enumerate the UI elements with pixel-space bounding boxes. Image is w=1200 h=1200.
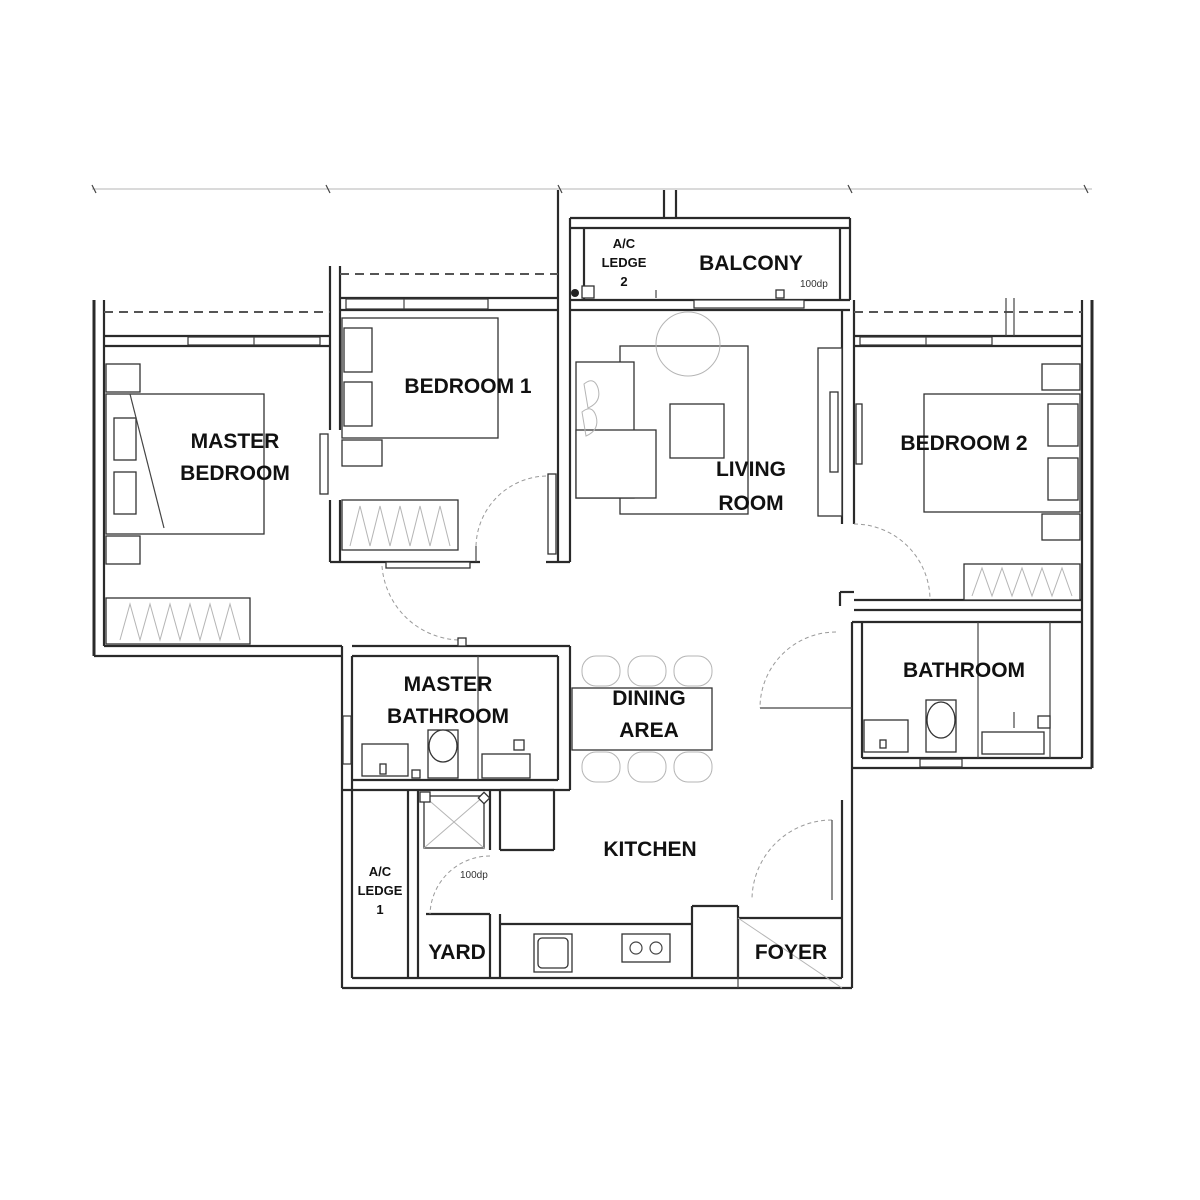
dimension-line xyxy=(91,184,1092,194)
label-ac-ledge-2-line3: 2 xyxy=(620,274,627,289)
label-ac-ledge-1-line3: 1 xyxy=(376,902,383,917)
label-dining-area-line1: DINING xyxy=(612,687,686,710)
bedroom-2-bed xyxy=(923,363,1081,541)
label-living-room-line2: ROOM xyxy=(718,492,783,515)
bedroom-1-wardrobe xyxy=(319,433,557,569)
label-bedroom-2: BEDROOM 2 xyxy=(900,432,1027,455)
label-master-bedroom-line1: MASTER xyxy=(191,430,280,453)
label-dining-area-line2: AREA xyxy=(619,719,679,742)
label-master-bedroom-line2: BEDROOM xyxy=(180,462,290,485)
label-ac-ledge-2-line2: LEDGE xyxy=(602,255,647,270)
master-wardrobe xyxy=(105,597,251,645)
master-bathroom-fixtures xyxy=(361,637,531,780)
label-balcony: BALCONY xyxy=(699,252,803,275)
label-master-bathroom-line2: BATHROOM xyxy=(387,705,509,728)
label-yard: YARD xyxy=(428,941,486,964)
bedroom-2-wardrobe xyxy=(963,563,1081,601)
note-balcony-100dp: 100dp xyxy=(800,279,828,290)
master-bed xyxy=(105,363,265,565)
label-foyer: FOYER xyxy=(755,941,827,964)
label-living-room-line1: LIVING xyxy=(716,458,786,481)
room-labels: MASTER BEDROOM BEDROOM 1 BALCONY A/C LED… xyxy=(180,236,1027,964)
label-ac-ledge-1-line2: LEDGE xyxy=(358,883,403,898)
note-yard-100dp: 100dp xyxy=(460,870,488,881)
roof-overhang xyxy=(104,273,1082,336)
bathroom-fixtures xyxy=(863,699,1051,755)
label-kitchen: KITCHEN xyxy=(603,838,696,861)
label-master-bathroom-line1: MASTER xyxy=(404,673,493,696)
label-bathroom: BATHROOM xyxy=(903,659,1025,682)
windows xyxy=(187,298,993,768)
dining-table xyxy=(571,655,713,783)
label-bedroom-1: BEDROOM 1 xyxy=(404,375,532,398)
door-swings xyxy=(381,475,931,915)
yard-fixtures xyxy=(419,791,843,989)
balcony-fixtures xyxy=(571,285,785,299)
kitchen-fixtures xyxy=(533,933,671,973)
label-ac-ledge-2-line1: A/C xyxy=(613,236,636,251)
label-ac-ledge-1-line1: A/C xyxy=(369,864,392,879)
walls xyxy=(92,190,1094,990)
living-furniture xyxy=(575,311,863,517)
bedroom-1-bed xyxy=(341,317,499,467)
